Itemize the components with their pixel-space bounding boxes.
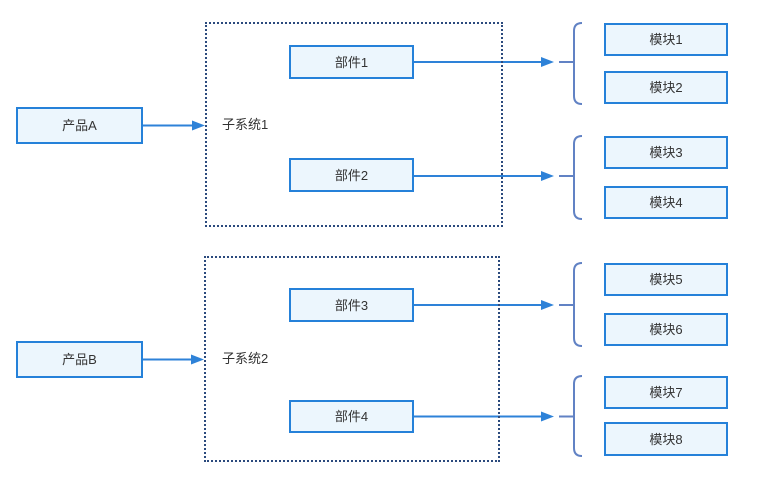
part-4-label: 部件4 [334, 409, 369, 424]
module-4-box: 模块4 [604, 186, 728, 219]
module-1-label: 模块1 [649, 32, 683, 47]
brace-modules-7-8 [559, 375, 583, 457]
module-2-label: 模块2 [649, 80, 683, 95]
module-5-label: 模块5 [649, 272, 683, 287]
part-1-label: 部件1 [334, 54, 369, 70]
module-3-box: 模块3 [604, 136, 728, 169]
part-2-label: 部件2 [334, 167, 369, 183]
subsystem-2-container [204, 256, 500, 462]
part-1-box: 部件1 [289, 45, 414, 79]
brace-modules-1-2 [559, 22, 583, 105]
module-3-label: 模块3 [649, 145, 683, 160]
module-7-box: 模块7 [604, 376, 728, 409]
part-2-box: 部件2 [289, 158, 414, 192]
module-7-label: 模块7 [649, 385, 683, 400]
product-a-label: 产品A [62, 118, 97, 133]
subsystem-2-label: 子系统2 [222, 351, 269, 366]
product-a-box: 产品A [16, 107, 143, 144]
brace-modules-5-6 [559, 262, 583, 347]
product-b-label: 产品B [62, 352, 97, 367]
module-8-label: 模块8 [649, 431, 683, 447]
module-6-box: 模块6 [604, 313, 728, 346]
module-1-box: 模块1 [604, 23, 728, 56]
part-3-box: 部件3 [289, 288, 414, 322]
part-3-label: 部件3 [334, 297, 369, 313]
part-4-box: 部件4 [289, 400, 414, 433]
module-4-label: 模块4 [649, 195, 683, 210]
subsystem-1-container [205, 22, 503, 227]
module-8-box: 模块8 [604, 422, 728, 456]
module-2-box: 模块2 [604, 71, 728, 104]
arrow-product-b-to-subsystem-2 [143, 354, 204, 365]
brace-modules-3-4 [559, 135, 583, 220]
subsystem-1-label: 子系统1 [222, 117, 269, 132]
product-b-box: 产品B [16, 341, 143, 378]
module-5-box: 模块5 [604, 263, 728, 296]
module-6-label: 模块6 [649, 322, 683, 337]
arrow-product-a-to-subsystem-1 [143, 120, 205, 131]
